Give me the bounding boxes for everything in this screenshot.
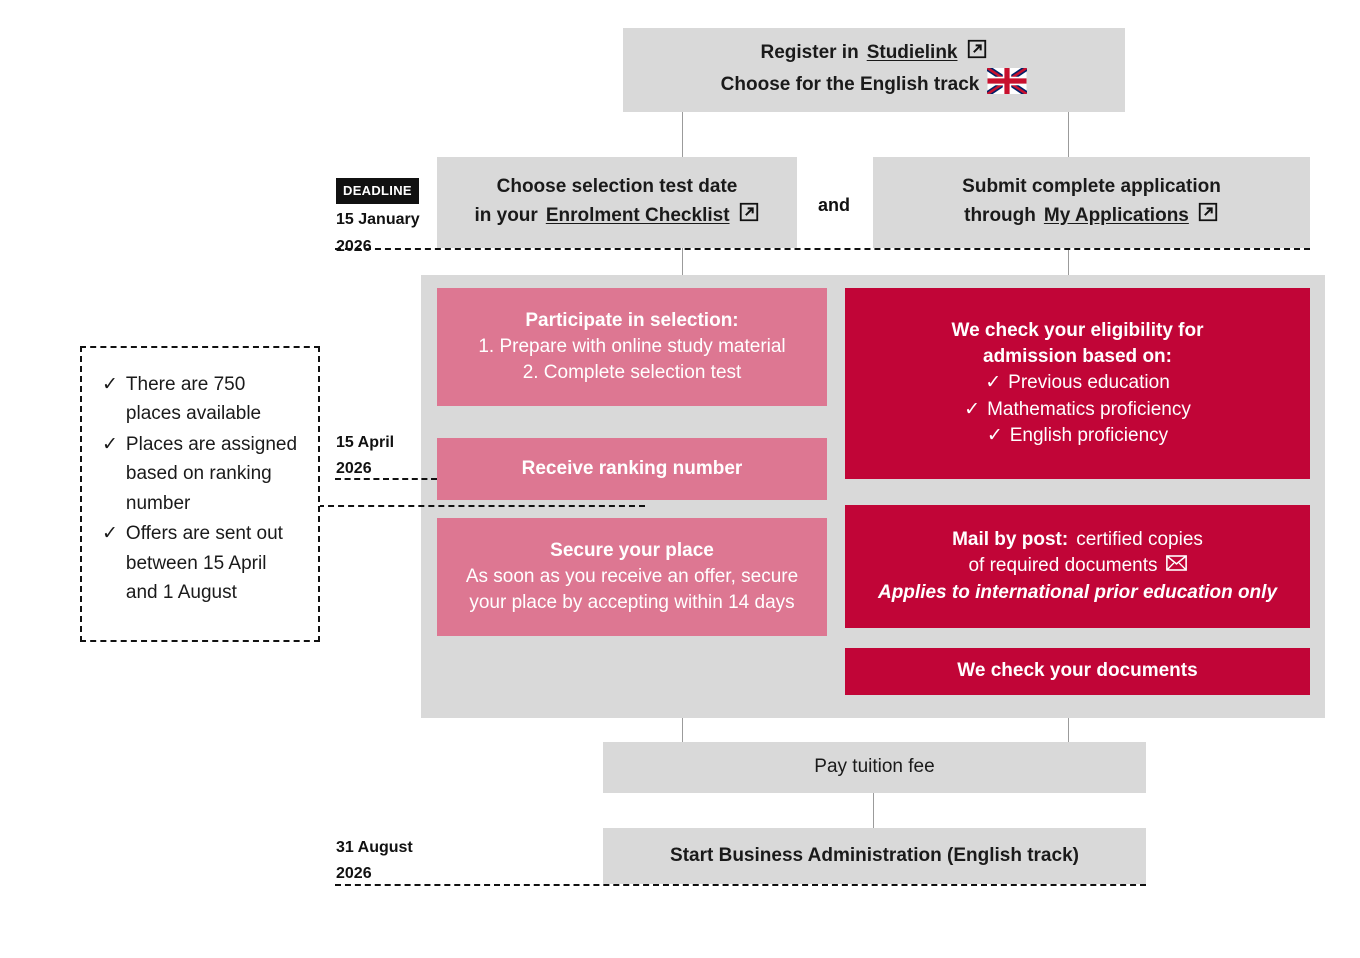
- external-link-icon[interactable]: [738, 201, 760, 231]
- participate-item-1: 1. Prepare with online study material: [478, 335, 786, 357]
- register-line-2: Choose for the English track: [720, 65, 1029, 102]
- check-documents-title: We check your documents: [957, 660, 1198, 682]
- eligibility-criterion: ✓ English proficiency: [987, 423, 1168, 449]
- deadline-day: 15 January: [336, 211, 420, 229]
- external-link-icon[interactable]: [966, 38, 988, 68]
- my-applications-link[interactable]: My Applications: [1043, 204, 1189, 226]
- step-participate-in-selection[interactable]: Participate in selection: 1. Prepare wit…: [437, 288, 827, 406]
- check-icon: ✓: [102, 374, 118, 395]
- connector-container-to-pay: [682, 718, 683, 742]
- eligibility-criterion-label: Previous education: [1008, 372, 1170, 394]
- participate-title: Participate in selection:: [525, 309, 739, 331]
- mail-line-2: of required documents: [968, 553, 1187, 579]
- eligibility-criterion-label: English proficiency: [1009, 424, 1169, 446]
- mail-line-1: Mail by post: certified copies: [952, 527, 1203, 553]
- mail-line2-text: of required documents: [968, 555, 1158, 577]
- participate-item-2: 2. Complete selection test: [522, 362, 742, 384]
- eligibility-criteria-list: ✓ Previous education ✓ Mathematics profi…: [964, 370, 1191, 449]
- register-line1-text: Register in: [760, 41, 859, 63]
- step-submit-complete-application[interactable]: Submit complete application through My A…: [873, 157, 1310, 248]
- places-info-item-label: Offers are sent out between 15 April and…: [125, 523, 283, 604]
- eligibility-line-2: admission based on:: [983, 346, 1172, 368]
- submit-line-1: Submit complete application: [962, 176, 1221, 198]
- places-info-item: ✓ Offers are sent out between 15 April a…: [102, 519, 300, 607]
- places-info-item: ✓ There are 750 places available: [102, 370, 300, 429]
- check-icon: ✓: [986, 424, 1003, 446]
- enrolment-checklist-link[interactable]: Enrolment Checklist: [545, 204, 730, 226]
- check-icon: ✓: [102, 433, 118, 455]
- eligibility-criterion: ✓ Previous education: [985, 370, 1170, 396]
- secure-line-1: As soon as you receive an offer, secure: [465, 565, 799, 587]
- step-receive-ranking-number[interactable]: Receive ranking number: [437, 438, 827, 500]
- april-year: 2026: [336, 460, 372, 478]
- step-mail-by-post[interactable]: Mail by post: certified copies of requir…: [845, 505, 1310, 628]
- check-icon: ✓: [964, 398, 981, 420]
- submit-line-2: through My Applications: [964, 201, 1219, 231]
- eligibility-criterion: ✓ Mathematics proficiency: [964, 397, 1191, 423]
- date-15-april-label: 15 April 2026: [336, 430, 394, 483]
- deadline-year: 2026: [336, 237, 372, 255]
- step-start-programme[interactable]: Start Business Administration (English t…: [603, 828, 1146, 884]
- pay-title: Pay tuition fee: [814, 756, 935, 778]
- date-31-august-label: 31 August 2026: [336, 835, 413, 888]
- start-title: Start Business Administration (English t…: [670, 844, 1079, 866]
- step-pay-tuition-fee[interactable]: Pay tuition fee: [603, 742, 1146, 793]
- april-day: 15 April: [336, 434, 395, 451]
- deadline-15-january-timeline: [335, 248, 1310, 250]
- places-info-item-label: Places are assigned based on ranking num…: [125, 433, 298, 514]
- mail-line1-bold: Mail by post:: [952, 529, 1069, 551]
- august-day: 31 August: [336, 839, 413, 856]
- mail-envelope-icon: [1165, 553, 1187, 579]
- august-year: 2026: [336, 865, 372, 883]
- connector-register-to-selection: [682, 112, 683, 157]
- deadline-15-january-label: DEADLINE 15 January 2026: [336, 178, 420, 260]
- ranking-number-timeline: [318, 505, 645, 507]
- date-15-april-tick: [335, 478, 437, 480]
- ranking-title: Receive ranking number: [521, 457, 743, 479]
- and-connector-label: and: [818, 195, 851, 215]
- eligibility-criterion-label: Mathematics proficiency: [987, 398, 1191, 420]
- selection-test-line2-text: in your: [474, 204, 538, 226]
- eligibility-line-1: We check your eligibility for: [951, 319, 1204, 341]
- check-icon: ✓: [985, 372, 1002, 394]
- deadline-badge: DEADLINE: [336, 178, 419, 205]
- connector-submit-to-eligibility: [1068, 248, 1069, 290]
- places-info-item: ✓ Places are assigned based on ranking n…: [102, 430, 300, 518]
- connector-selection-to-participate: [682, 248, 683, 290]
- step-choose-selection-test-date[interactable]: Choose selection test date in your Enrol…: [437, 157, 797, 248]
- step-we-check-your-documents[interactable]: We check your documents: [845, 648, 1310, 695]
- selection-test-line-2: in your Enrolment Checklist: [474, 201, 759, 231]
- uk-flag-icon: [986, 65, 1029, 102]
- connector-container-right-to-pay: [1068, 718, 1069, 742]
- step-secure-your-place[interactable]: Secure your place As soon as you receive…: [437, 518, 827, 636]
- submit-line2-text: through: [964, 204, 1036, 226]
- places-info-list: ✓ There are 750 places available ✓ Place…: [102, 370, 300, 608]
- external-link-icon[interactable]: [1197, 201, 1219, 231]
- step-eligibility-check[interactable]: We check your eligibility for admission …: [845, 288, 1310, 479]
- step-register-studielink[interactable]: Register in Studielink Choose for the En…: [623, 28, 1125, 112]
- connector-pay-to-start: [873, 793, 874, 828]
- studielink-link[interactable]: Studielink: [866, 41, 958, 63]
- date-31-august-timeline: [335, 884, 1146, 886]
- places-info-item-label: There are 750 places available: [125, 374, 262, 425]
- connector-register-to-submit: [1068, 112, 1069, 157]
- places-info-box: ✓ There are 750 places available ✓ Place…: [80, 346, 320, 642]
- secure-title: Secure your place: [550, 539, 714, 561]
- check-icon: ✓: [102, 523, 118, 545]
- mail-line-3: Applies to international prior education…: [877, 581, 1278, 603]
- register-line2-text: Choose for the English track: [720, 74, 980, 95]
- register-line-1: Register in Studielink: [761, 38, 988, 68]
- secure-line-2: your place by accepting within 14 days: [469, 592, 795, 614]
- selection-test-line-1: Choose selection test date: [496, 176, 738, 198]
- mail-line1-rest: certified copies: [1076, 529, 1203, 551]
